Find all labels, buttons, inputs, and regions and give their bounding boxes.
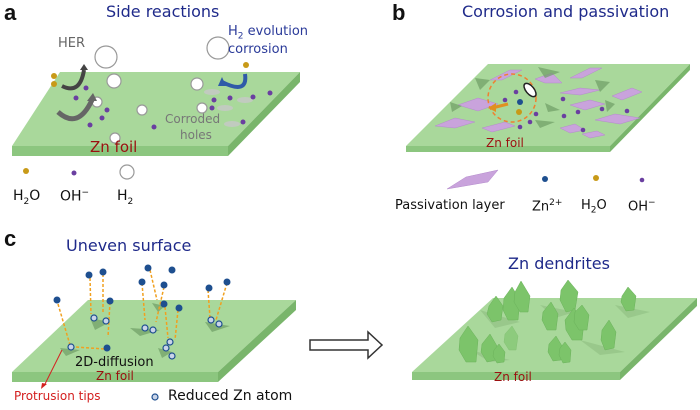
panel-b-foil-label: Zn foil: [486, 136, 524, 150]
zn-foil-d-front: [412, 372, 620, 380]
corroded-label: Corroded: [165, 112, 221, 126]
her-arrow-top: [61, 69, 86, 91]
legend-b-h2o: H2O: [581, 198, 607, 216]
legend-b-oh-text: OH: [628, 199, 649, 215]
legend-a-h2o-o: O: [29, 188, 41, 204]
h2-evolution-label: H2 evolution: [228, 24, 308, 42]
oh-ions-b: [502, 89, 630, 133]
legend-b-zn-sup: 2+: [549, 198, 563, 208]
legend-b-oh-sup: −: [648, 198, 656, 208]
legend-zn-ion-icon: [542, 176, 548, 182]
legend-a-oh-text: OH: [60, 188, 82, 205]
legend-b-h2o-sub: 2: [590, 205, 597, 216]
h2-evolution-h: H: [228, 24, 238, 39]
panel-d-title: Zn dendrites: [508, 254, 610, 273]
legend-h2o-dot-icon-b: [593, 175, 599, 181]
panel-d-foil-label: Zn foil: [494, 370, 532, 384]
reduced-zn-atoms: [67, 314, 223, 360]
legend-a-h2o: H2O: [13, 188, 40, 207]
legend-a-h2o-h: H: [13, 188, 24, 204]
holes-label: holes: [180, 128, 212, 142]
legend-b-oh: OH−: [628, 198, 656, 214]
deposition-arrows: [57, 269, 228, 350]
h2-evolution-rest: evolution: [243, 24, 309, 39]
zn-foil-a-top: [12, 72, 300, 146]
h2o-b: [516, 109, 522, 115]
oh-ions: [73, 85, 273, 130]
panel-a-letter: a: [4, 0, 17, 25]
diffusion-label: 2D-diffusion: [75, 355, 154, 370]
legend-passivation-layer-icon: [446, 169, 499, 190]
panel-a-foil-label: Zn foil: [90, 138, 138, 156]
panel-b-title: Corrosion and passivation: [462, 2, 670, 21]
corrosion-hole-outline: [523, 82, 537, 98]
legend-reduced-zn-icon: [151, 393, 159, 401]
legend-a-h2-h: H: [117, 188, 128, 204]
her-arrow-bottom: [56, 98, 95, 122]
zn-foil-a-front: [12, 146, 228, 156]
corrosion-arrow: [221, 73, 248, 89]
legend-a-h2o-sub: 2: [23, 196, 30, 207]
legend-a-oh: OH−: [60, 188, 89, 205]
zn-foil-b-front: [406, 146, 610, 152]
legend-a-oh-sup: −: [81, 188, 90, 198]
h2o-molecules: [51, 62, 249, 87]
legend-a-h2: H2: [117, 188, 133, 207]
zn-foil-c-front: [12, 372, 218, 382]
h2-evolution-sub: 2: [237, 31, 244, 42]
corroded-holes: [204, 89, 253, 127]
reduced-zn-label: Reduced Zn atom: [168, 388, 293, 404]
legend-b-zn: Zn2+: [532, 198, 562, 214]
pits: [450, 67, 615, 128]
dendrites: [458, 279, 637, 364]
zn-foil-d-side: [620, 298, 697, 380]
passivation-layers: [434, 67, 643, 139]
legend-b-h2o-o: O: [596, 198, 607, 213]
legend-a-h2-sub: 2: [127, 196, 134, 207]
panel-b-letter: b: [392, 0, 406, 25]
panel-c-letter: c: [4, 226, 17, 251]
legend-h2-bubble-icon: [119, 164, 135, 180]
legend-b-zn-text: Zn: [532, 199, 550, 215]
legend-b-h2o-h: H: [581, 198, 591, 213]
zn-foil-c-top: [12, 300, 296, 372]
corrosion-label: corrosion: [228, 42, 288, 57]
zn-ions-c: [53, 264, 231, 352]
corrosion-highlight-circle: [487, 73, 537, 123]
zn-ion-b: [517, 99, 523, 105]
zn-foil-b-side: [610, 64, 690, 152]
legend-oh-dot-icon-b: [639, 177, 645, 183]
protrusion-tips-label: Protrusion tips: [14, 389, 101, 403]
legend-h2o-dot-icon: [23, 168, 29, 174]
panel-c-title: Uneven surface: [66, 236, 192, 255]
transition-arrow: [309, 330, 384, 360]
her-label: HER: [58, 36, 86, 51]
panel-c-foil-label: Zn foil: [96, 369, 134, 383]
panel-a-title: Side reactions: [106, 2, 220, 21]
protrusion-pointer: [43, 349, 63, 387]
legend-b-passivation: Passivation layer: [395, 198, 505, 213]
h2-bubbles: [91, 36, 230, 144]
legend-oh-dot-icon: [71, 170, 77, 176]
zn-foil-c-side: [218, 300, 296, 382]
zn-foil-a-side: [228, 72, 300, 156]
